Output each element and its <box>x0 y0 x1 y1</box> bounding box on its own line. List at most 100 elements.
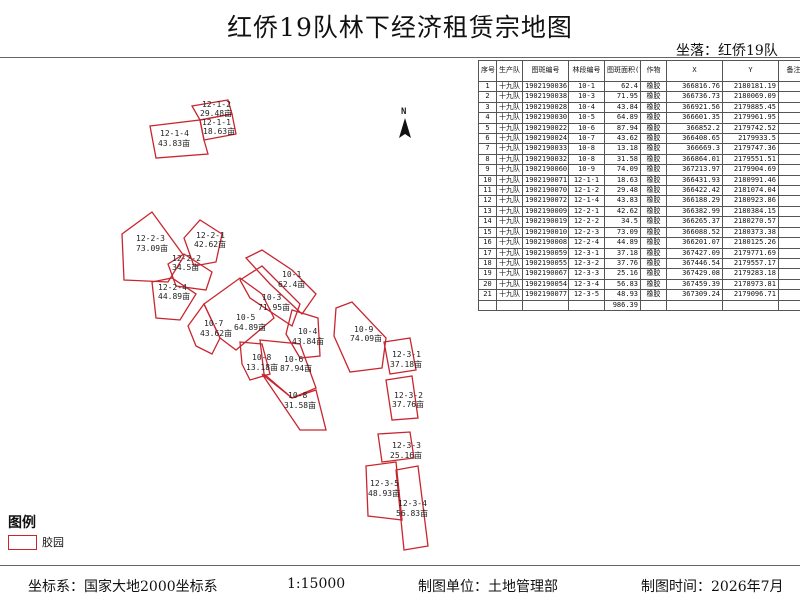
table-cell: 1902190024 <box>522 133 569 145</box>
table-cell: 橡胶 <box>640 101 667 114</box>
parcel-label: 74.09亩 <box>350 333 382 343</box>
table-cell: 橡胶 <box>640 80 667 93</box>
table-cell: 十九队 <box>496 153 523 166</box>
table-header-cell: 序号 <box>478 60 497 82</box>
table-cell <box>522 299 569 311</box>
table-cell: 12-2-1 <box>568 205 605 218</box>
table-cell: 十九队 <box>496 257 523 270</box>
table-cell <box>666 299 723 311</box>
title-divider <box>0 57 800 58</box>
parcel-label: 12-3-5 <box>370 479 399 488</box>
table-cell: 366408.65 <box>666 133 723 145</box>
parcel-label: 12-3-2 <box>394 391 423 400</box>
parcel-10-8a <box>239 341 271 381</box>
table-cell: 366921.56 <box>666 101 723 114</box>
table-cell: 21 <box>478 289 497 301</box>
table-cell: 14 <box>478 216 497 228</box>
parcel-label: 87.94亩 <box>280 363 312 373</box>
parcel-label: 10-6 <box>284 355 303 364</box>
table-cell: 2180373.38 <box>722 226 779 239</box>
table-cell: 十九队 <box>496 289 523 301</box>
table-cell <box>778 133 800 145</box>
table-cell: 366852.2 <box>666 122 723 135</box>
table-cell: 2179096.71 <box>722 289 779 301</box>
table-cell: 1902190054 <box>522 278 569 291</box>
table-cell: 十九队 <box>496 80 523 93</box>
table-cell <box>778 185 800 197</box>
table-cell <box>778 143 800 155</box>
table-cell: 7 <box>478 143 497 155</box>
parcel-10-7 <box>187 302 221 355</box>
table-cell: 12-1-2 <box>568 185 605 197</box>
parcel-label: 73.09亩 <box>136 243 168 253</box>
parcel-label: 12-2-3 <box>136 234 165 243</box>
table-cell: 10-1 <box>568 80 605 93</box>
parcel-label: 10-3 <box>262 293 281 302</box>
table-header-cell: 图斑编号 <box>522 60 569 82</box>
table-cell: 18 <box>478 257 497 270</box>
parcel-label: 18.63亩 <box>203 126 235 136</box>
table-cell: 2180991.46 <box>722 174 779 187</box>
parcel-label: 10-8 <box>288 391 307 400</box>
table-header-cell: X <box>666 60 723 82</box>
table-cell: 12-3-1 <box>568 247 605 259</box>
table-cell: 367429.08 <box>666 268 723 280</box>
table-cell: 橡胶 <box>640 237 667 249</box>
footer-scale: 1:15000 <box>287 576 346 592</box>
table-cell <box>778 80 800 93</box>
parcel-label: 42.62亩 <box>194 239 226 249</box>
parcel-label: 29.48亩 <box>200 108 232 118</box>
parcel-10-9 <box>333 301 387 373</box>
footer-divider <box>0 565 800 566</box>
table-cell: 4 <box>478 112 497 124</box>
table-cell <box>778 164 800 176</box>
parcel-10-6 <box>259 339 317 399</box>
parcel-12-2-4 <box>151 277 197 321</box>
table-cell: 43.83 <box>604 195 641 207</box>
table-cell: 56.83 <box>604 278 641 291</box>
table-cell <box>778 122 800 135</box>
table-cell: 366265.37 <box>666 216 723 228</box>
parcel-10-3 <box>239 265 301 327</box>
parcel-label: 48.93亩 <box>368 488 400 498</box>
table-cell: 橡胶 <box>640 278 667 291</box>
table-cell: 橡胶 <box>640 205 667 218</box>
table-cell: 1902190019 <box>522 216 569 228</box>
table-cell: 366201.07 <box>666 237 723 249</box>
table-cell: 十九队 <box>496 133 523 145</box>
parcel-label: 56.83亩 <box>396 508 428 518</box>
table-cell: 2180384.15 <box>722 205 779 218</box>
parcel-label: 37.18亩 <box>390 359 422 369</box>
parcel-12-2-1 <box>183 219 223 267</box>
table-header-cell: 林段编号 <box>568 60 605 82</box>
parcel-label: 44.89亩 <box>158 291 190 301</box>
parcel-label: 37.76亩 <box>392 399 424 409</box>
table-cell: 12-1-4 <box>568 195 605 207</box>
table-cell: 1902190033 <box>522 143 569 155</box>
table-cell: 366382.99 <box>666 205 723 218</box>
table-cell: 48.93 <box>604 289 641 301</box>
table-cell: 十九队 <box>496 268 523 280</box>
parcel-label: 71.95亩 <box>258 302 290 312</box>
table-cell: 2179933.5 <box>722 133 779 145</box>
parcel-label: 12-2-2 <box>172 254 201 263</box>
table-cell: 87.94 <box>604 122 641 135</box>
parcel-label: 12-1-2 <box>202 100 231 109</box>
table-cell: 10-8 <box>568 153 605 166</box>
table-cell <box>778 174 800 187</box>
table-cell: 2180069.09 <box>722 91 779 103</box>
table-cell: 橡胶 <box>640 247 667 259</box>
table-cell: 2179551.51 <box>722 153 779 166</box>
footer-coordinate-system: 坐标系：国家大地2000坐标系 <box>28 579 218 595</box>
parcel-label: 64.89亩 <box>234 322 266 332</box>
table-cell: 366669.3 <box>666 143 723 155</box>
